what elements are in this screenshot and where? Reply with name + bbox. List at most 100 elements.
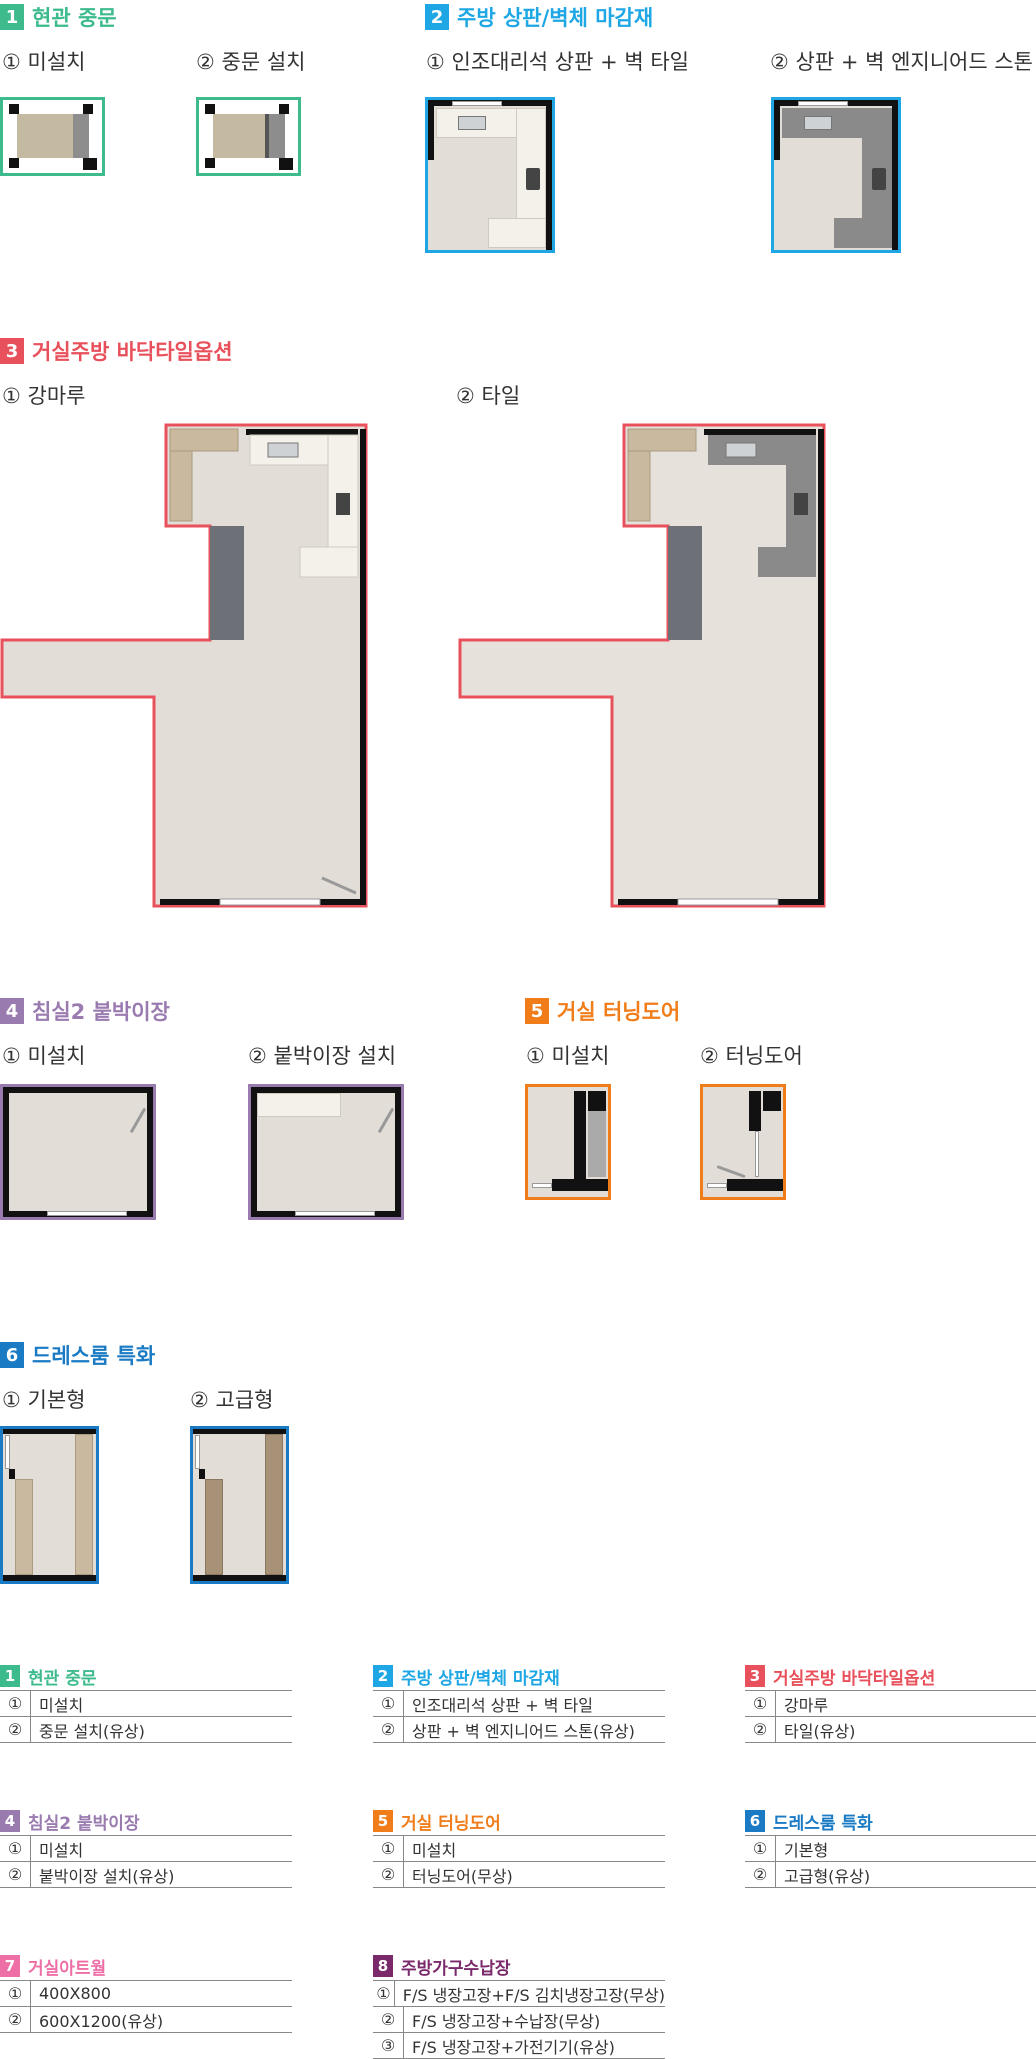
summary-row-text: F/S 냉장고장+F/S 김치냉장고장(무상)	[402, 1985, 665, 2005]
floor-area	[213, 114, 269, 158]
wall	[3, 1087, 153, 1093]
section-2-option-1-plan[interactable]	[425, 97, 555, 253]
section-1-option-2-plan[interactable]	[196, 97, 301, 176]
wall	[818, 429, 824, 899]
summary-block-label: 주방 상판/벽체 마감재	[401, 1668, 560, 1689]
window-icon	[5, 1435, 10, 1469]
wall	[3, 1429, 96, 1434]
summary-row-number: ①	[373, 1836, 404, 1861]
section-6-title: 6 드레스룸 특화	[0, 1340, 155, 1370]
wardrobe-unit	[205, 1479, 223, 1575]
section-5-option-2-plan[interactable]	[700, 1084, 786, 1200]
wall	[9, 104, 19, 114]
section-5-option-2-label: ② 터닝도어	[700, 1044, 803, 1068]
summary-row-number: ②	[0, 1717, 31, 1742]
summary-row-text: F/S 냉장고장+수납장(무상)	[412, 2011, 601, 2031]
section-3-number: 3	[0, 338, 24, 364]
sink-icon	[267, 442, 299, 458]
summary-row-text: 미설치	[39, 1840, 84, 1860]
built-in-wardrobe	[257, 1093, 341, 1117]
section-3-option-2-plan[interactable]	[458, 423, 826, 908]
summary-row-text: 미설치	[412, 1840, 457, 1860]
section-6-option-2-plan[interactable]	[190, 1426, 289, 1584]
summary-block-label: 거실아트월	[28, 1958, 107, 1979]
summary-row-number: ③	[373, 2033, 404, 2058]
window-icon	[195, 1435, 200, 1469]
pantry-wall	[210, 526, 244, 640]
section-3-label: 거실주방 바닥타일옵션	[32, 340, 233, 364]
door-swing-icon	[716, 1165, 746, 1179]
window-icon	[452, 101, 502, 106]
sink-icon	[804, 116, 832, 130]
wall	[892, 100, 898, 250]
wall	[279, 158, 293, 170]
window-icon	[295, 1211, 375, 1216]
section-1-option-1-plan[interactable]	[0, 97, 105, 176]
section-5-option-1-plan[interactable]	[525, 1084, 611, 1200]
pantry-wall	[668, 526, 702, 640]
wall	[199, 1469, 205, 1479]
wall	[251, 1087, 401, 1093]
wall	[9, 158, 19, 168]
sink-icon	[725, 442, 757, 458]
summary-row-text: 강마루	[784, 1695, 829, 1715]
wall	[83, 158, 97, 170]
section-3-option-1-plan[interactable]	[0, 423, 368, 908]
wall	[205, 158, 215, 168]
wall	[395, 1087, 401, 1217]
summary-row-number: ②	[745, 1717, 776, 1742]
entry-floor	[269, 114, 285, 158]
section-3-option-2-label: ② 타일	[456, 384, 521, 408]
cooktop-icon	[336, 493, 350, 515]
section-2-option-2-plan[interactable]	[771, 97, 901, 253]
entry-floor	[73, 114, 89, 158]
section-2-option-1-label: ① 인조대리석 상판 + 벽 타일	[426, 50, 689, 74]
cabinet	[169, 450, 193, 522]
sink-icon	[458, 116, 486, 130]
summary-block-number: 2	[373, 1665, 393, 1687]
section-6-option-2-label: ② 고급형	[190, 1388, 274, 1412]
summary-block-number: 1	[0, 1665, 20, 1687]
wall	[763, 1091, 781, 1111]
section-5-number: 5	[525, 998, 549, 1024]
cooktop-icon	[794, 493, 808, 515]
summary-row-text: 고급형(유상)	[784, 1866, 871, 1886]
section-6-option-1-plan[interactable]	[0, 1426, 99, 1584]
section-1-title: 1 현관 중문	[0, 2, 117, 32]
section-4-option-2-plan[interactable]	[248, 1084, 404, 1220]
section-4-label: 침실2 붙박이장	[32, 1000, 170, 1024]
cooktop-icon	[526, 168, 540, 190]
wall	[279, 104, 289, 114]
summary-row-text: 붙박이장 설치(유상)	[39, 1866, 175, 1886]
summary-row-text: F/S 냉장고장+가전기기(유상)	[412, 2037, 615, 2057]
summary-block-number: 5	[373, 1810, 393, 1832]
summary-row-text: 터닝도어(무상)	[412, 1866, 513, 1886]
wall	[193, 1429, 286, 1434]
section-6-option-1-label: ① 기본형	[2, 1388, 86, 1412]
wall	[251, 1087, 257, 1217]
section-5-title: 5 거실 터닝도어	[525, 996, 680, 1026]
summary-row-text: 미설치	[39, 1695, 84, 1715]
window-icon	[677, 898, 779, 906]
section-1-option-2-label: ② 중문 설치	[196, 50, 306, 74]
section-4-option-1-plan[interactable]	[0, 1084, 156, 1220]
summary-block-label: 거실 터닝도어	[401, 1813, 501, 1834]
countertop	[758, 547, 816, 577]
